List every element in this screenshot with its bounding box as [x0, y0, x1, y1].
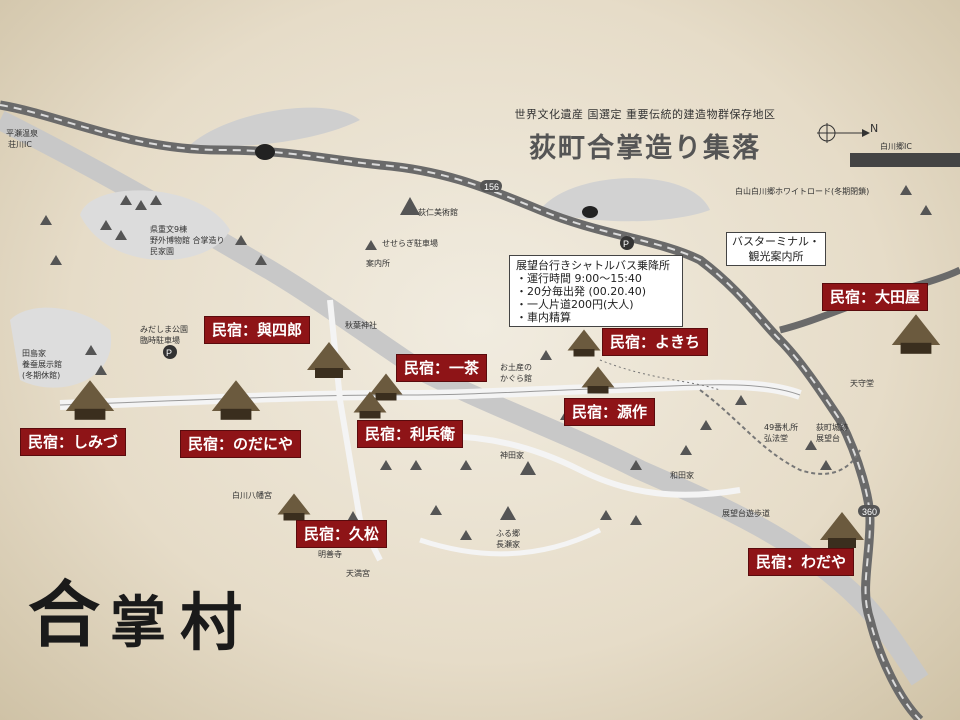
- map-title: 荻町合掌造り集落: [529, 133, 761, 164]
- gassho-village-calligraphy: 合 掌 村: [28, 556, 278, 666]
- hamlet-label: 県重文9棟 野外博物館 合掌造り民家園: [150, 225, 225, 256]
- minshuku-issa[interactable]: 民宿：一茶: [396, 354, 488, 382]
- house-hisamatsu-icon: [277, 493, 311, 521]
- house-yoshiro-icon: [307, 342, 351, 378]
- minshuku-shimizu[interactable]: 民宿：しみづ: [20, 428, 127, 456]
- title-designation: 世界文化遺産 国選定 重要伝統的建造物群保存地区: [500, 106, 790, 122]
- house-shimizu-icon: [65, 380, 115, 420]
- kanda-label: 神田家: [500, 451, 524, 460]
- calligraphy-char-3: 村: [180, 586, 243, 659]
- minshuku-rihei[interactable]: 民宿：利兵衛: [357, 420, 464, 448]
- calligraphy-char-1: 合: [28, 572, 101, 657]
- minshuku-yoshiro[interactable]: 民宿：與四郎: [204, 316, 311, 344]
- shuttle-info: 展望台行きシャトルバス乗降所 ・運行時間 9:00～15:40 ・20分毎出発 …: [509, 255, 683, 327]
- wada-label: 和田家: [670, 471, 694, 480]
- parking-icon: [620, 236, 634, 250]
- north-label: N: [870, 122, 879, 135]
- highway-centerline: [0, 104, 921, 720]
- white-road-label: 白山白川郷ホワイトロード(冬期閉鎖): [735, 187, 870, 196]
- tashima-label: 田島家 養蚕展示館 (冬期休館): [22, 349, 62, 380]
- tunnel-west: [255, 144, 275, 160]
- tashima-area: [10, 307, 112, 388]
- shuttle-line: ・運行時間 9:00～15:40: [516, 272, 642, 285]
- route-156-shield: [480, 180, 502, 192]
- title-block: 世界文化遺産 国選定 重要伝統的建造物群保存地区 荻町合掌造り集落: [500, 106, 790, 165]
- house-issa-icon: [369, 373, 403, 401]
- shirakawa-ic-label: 白川郷IC: [880, 142, 912, 151]
- minshuku-yokichi[interactable]: 民宿：よきち: [602, 328, 709, 356]
- designation-label: 国選定 重要伝統的建造物群保存地区: [587, 108, 776, 121]
- minshuku-otaya[interactable]: 民宿：大田屋: [822, 283, 929, 311]
- tunnel-east: [582, 206, 598, 218]
- walk-path: [599, 359, 721, 391]
- house-otaya-icon: [891, 314, 941, 354]
- hill-east: [540, 178, 710, 222]
- house-nodaniya-icon: [211, 380, 261, 420]
- village-road-edge: [59, 384, 801, 406]
- sho-ic-label: 荘川IC: [8, 140, 32, 149]
- north-arrow-icon: [817, 123, 870, 143]
- hill-north: [190, 107, 360, 147]
- shuttle-heading: 展望台行きシャトルバス乗降所: [516, 259, 670, 272]
- shuttle-line: ・車内精算: [516, 311, 571, 324]
- route-360-shield: [858, 505, 880, 517]
- kobodo-label: 49番札所 弘法堂: [764, 423, 799, 443]
- house-rihei-icon: [353, 391, 387, 419]
- svg-text:P: P: [623, 239, 629, 249]
- minshuku-wadaya[interactable]: 民宿：わだや: [748, 548, 855, 576]
- observatory-label: 荻町城跡 展望台: [816, 423, 848, 443]
- parking-icon-2: [163, 345, 177, 359]
- hirase-label: 平瀬温泉: [6, 129, 38, 138]
- house-wadaya-icon: [820, 512, 864, 548]
- svg-text:P: P: [166, 348, 172, 358]
- svg-text:360: 360: [862, 507, 877, 517]
- tenmangu-label: 天満宮: [346, 569, 370, 578]
- bus-terminal-line1: バスターミナル・: [732, 235, 820, 248]
- museum-label: 荻仁美術館: [418, 208, 458, 217]
- svg-text:156: 156: [484, 182, 499, 192]
- seseragi-label: せせらぎ駐車場: [382, 239, 438, 248]
- shuttle-line: ・20分毎出発 (00.20.40): [516, 285, 647, 298]
- park-area: [80, 190, 230, 261]
- house-yokichi-icon: [567, 329, 601, 357]
- bus-terminal-line2: 観光案内所: [748, 250, 804, 263]
- heritage-label: 世界文化遺産: [514, 108, 584, 121]
- south-loop: [419, 527, 602, 557]
- minshuku-nodaniya[interactable]: 民宿：のだにや: [180, 430, 302, 458]
- minshuku-gensaku[interactable]: 民宿：源作: [564, 398, 656, 426]
- hachiman-label: 白川八幡宮: [232, 491, 272, 500]
- shuttle-line: ・一人片道200円(大人): [516, 298, 634, 311]
- tenshudo-label: 天守堂: [850, 379, 874, 388]
- observatory-path-label: 展望台遊歩道: [722, 509, 770, 518]
- calligraphy-char-2: 掌: [110, 590, 166, 656]
- observatory-path: [699, 389, 861, 475]
- midashima-label: みだしま公園 臨時駐車場: [140, 325, 188, 345]
- house-gensaku-icon: [581, 366, 615, 394]
- myozenji-label: 明善寺: [318, 550, 342, 559]
- nagase-label: ふる郷 長瀬家: [496, 529, 520, 549]
- info-label: 案内所: [366, 259, 390, 268]
- akiba-shrine-label: 秋葉神社: [345, 321, 377, 330]
- minshuku-hisamatsu[interactable]: 民宿：久松: [296, 520, 388, 548]
- bus-terminal-box: バスターミナル・ 観光案内所: [726, 232, 826, 266]
- kagura-label: お土産の かぐら館: [500, 363, 532, 383]
